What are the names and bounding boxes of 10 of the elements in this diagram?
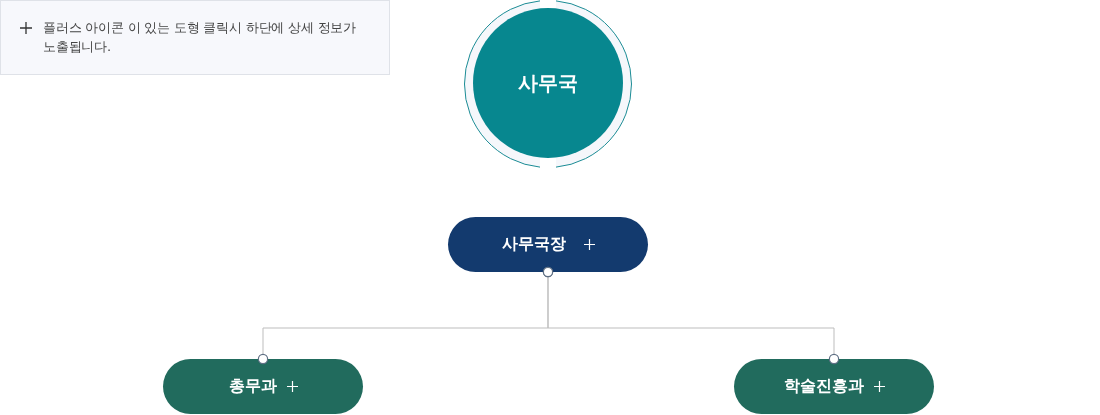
org-pill: [448, 217, 648, 272]
pill-label: 학술진흥과: [783, 376, 864, 397]
circle-label: 사무국: [518, 69, 578, 97]
note-box: [0, 0, 390, 75]
org-pill: [734, 359, 934, 414]
pill-label: 총무과: [228, 376, 277, 397]
org-pill: [163, 359, 363, 414]
note-text: 플러스 아이콘 이 있는 도형 클릭시 하단에 상세 정보가 노출됩니다.: [43, 19, 358, 56]
pill-label: 사무국장: [501, 234, 566, 255]
connector-line: [542, 266, 840, 365]
